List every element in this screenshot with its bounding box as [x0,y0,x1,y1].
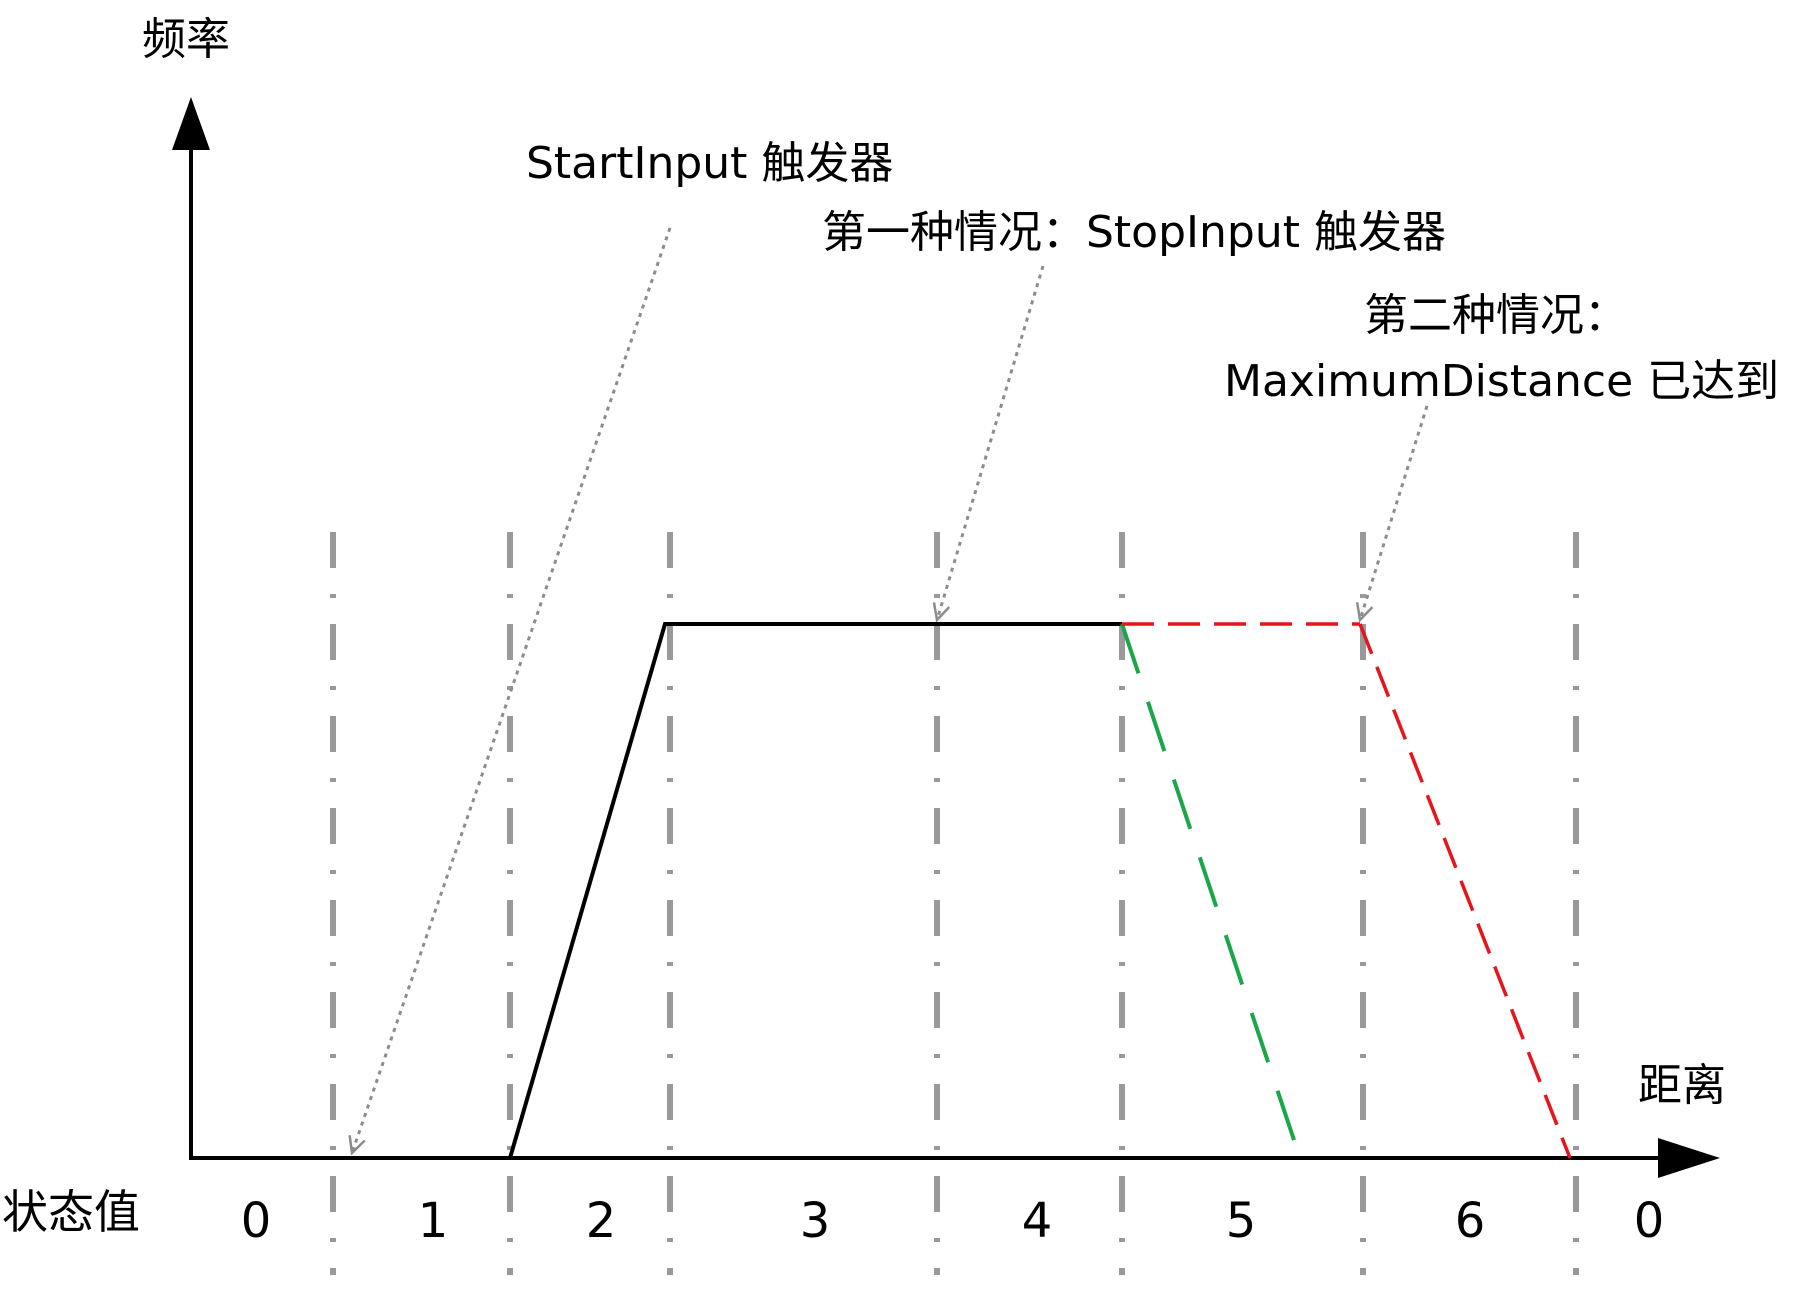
case2-deceleration-ramp [1358,623,1572,1159]
case2-annotation-line2: MaximumDistance 已达到 [1224,356,1779,407]
x-axis-arrow [1658,1138,1720,1178]
case2-leader-line [1360,405,1429,620]
start-leader-line [352,227,672,1153]
state-dividers [330,532,1579,1275]
axes [172,97,1720,1178]
leader-lines [352,227,1429,1153]
y-axis-label: 频率 [142,14,230,65]
state-value: 5 [1226,1193,1257,1249]
start-input-annotation: StartInput 触发器 [526,138,893,189]
state-value: 3 [800,1193,831,1249]
state-value: 4 [1022,1193,1053,1249]
case1-deceleration-ramp [1120,623,1302,1159]
state-value: 2 [586,1193,617,1249]
case2-annotation-line1: 第二种情况： [1364,290,1628,341]
state-row-label: 状态值 [2,1185,140,1239]
state-value: 0 [241,1193,272,1249]
state-value: 6 [1455,1193,1486,1249]
frequency-profile [508,622,1122,1159]
state-values: 0 1 2 3 4 5 6 0 [241,1193,1665,1249]
state-value: 0 [1634,1193,1665,1249]
case1-leader-line [937,265,1045,620]
x-axis-label: 距离 [1638,1060,1726,1111]
case1-annotation: 第一种情况：StopInput 触发器 [822,207,1446,258]
state-value: 1 [418,1193,449,1249]
y-axis-arrow [172,97,210,150]
